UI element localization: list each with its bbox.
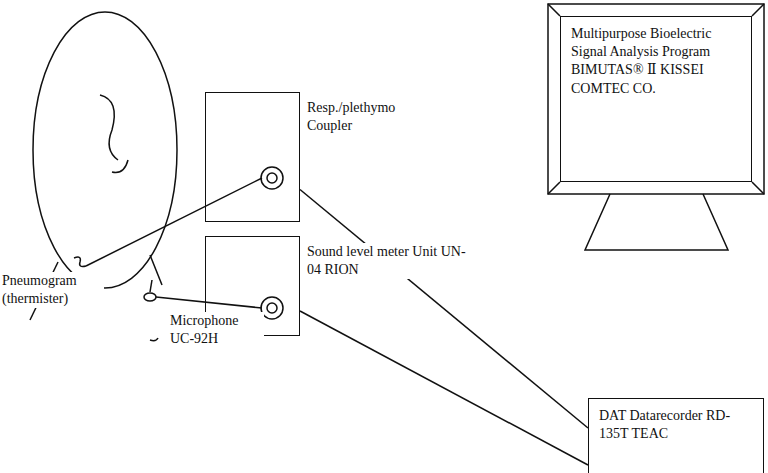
monitor-bezel — [548, 4, 764, 194]
sensor-label: Microphone UC-92H — [168, 312, 264, 348]
input-jack — [267, 303, 277, 313]
monitor-screen: Multipurpose Bioelectric Signal Analysis… — [560, 16, 752, 182]
coupler-box: Resp./plethymo Coupler — [205, 92, 300, 222]
monitor-bezel — [548, 4, 764, 194]
node-label: Resp./plethymo Coupler — [305, 99, 419, 135]
mic-cable — [150, 280, 152, 292]
input-jack — [261, 297, 283, 319]
mic-wire — [156, 297, 262, 308]
node-label: Sound level meter Unit UN-04 RION — [305, 243, 469, 279]
microphone-symbol — [144, 293, 156, 301]
data-recorder-box: DAT Datarecorder RD-135T TEAC — [588, 398, 764, 473]
ear-line — [100, 95, 118, 160]
input-jack — [267, 173, 277, 183]
node-label: DAT Datarecorder RD-135T TEAC — [589, 399, 763, 451]
sensor-label: Pneumogram (thermister) — [0, 272, 104, 308]
node-label: Multipurpose Bioelectric Signal Analysis… — [561, 17, 751, 106]
chin-line — [150, 338, 158, 341]
ear-line — [112, 160, 128, 173]
signal-cable — [300, 190, 588, 429]
head-outline — [33, 12, 177, 288]
signal-cable — [300, 311, 588, 465]
sensor-wire — [86, 178, 262, 266]
input-jack — [261, 167, 283, 189]
thermistor-sensor — [74, 257, 86, 266]
monitor-stand — [585, 194, 728, 250]
